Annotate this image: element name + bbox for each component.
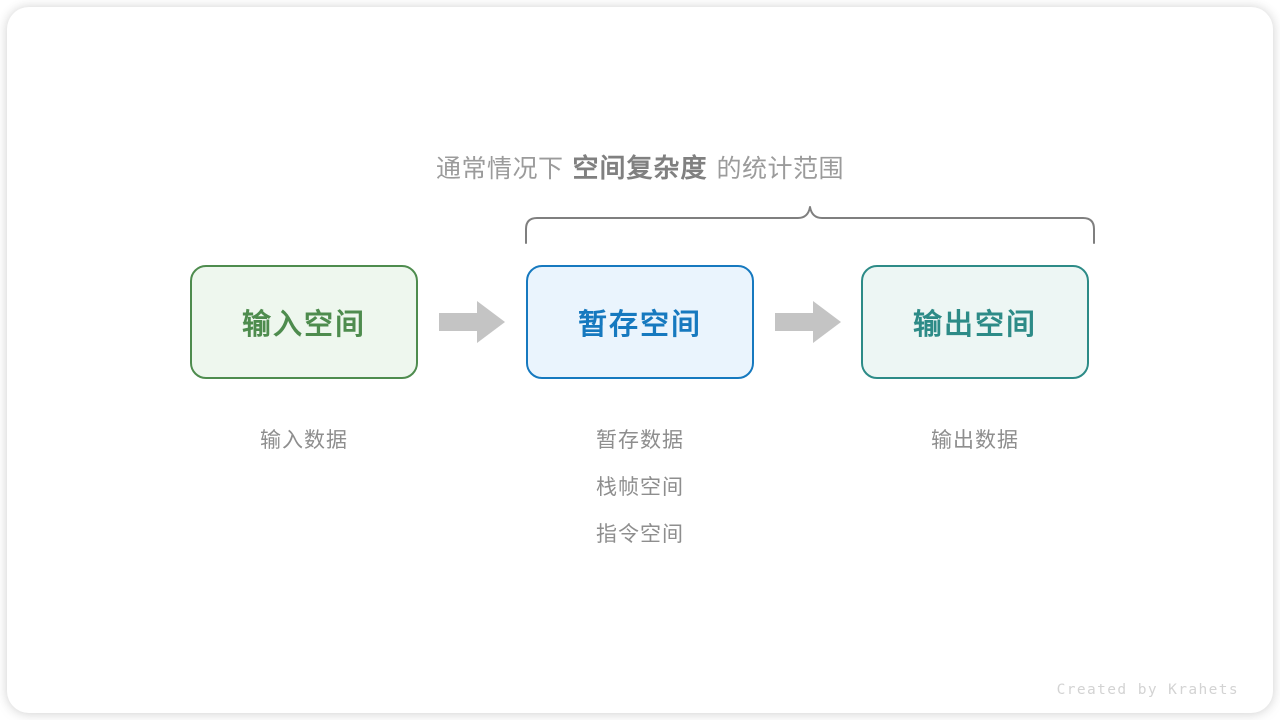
arrow-temp-to-output-icon	[775, 301, 841, 343]
box-input-space[interactable]: 输入空间	[190, 265, 418, 379]
box-temp-space[interactable]: 暂存空间	[526, 265, 754, 379]
caption-output: 输出数据	[825, 417, 1125, 464]
box-temp-space-label: 暂存空间	[577, 309, 702, 341]
caption-temp-line-3: 指令空间	[596, 523, 684, 546]
page-title: 通常情况下空间复杂度的统计范围	[0, 151, 1280, 186]
caption-temp: 暂存数据 栈帧空间 指令空间	[490, 417, 790, 558]
caption-input-line-1: 输入数据	[260, 429, 348, 452]
arrow-input-to-temp-icon	[439, 301, 505, 343]
pipeline-row: 输入空间 暂存空间 输出空间	[0, 265, 1280, 381]
watermark-credit: Created by Krahets	[1056, 682, 1239, 698]
title-emphasis: 空间复杂度	[572, 153, 708, 183]
title-suffix: 的统计范围	[716, 155, 845, 183]
box-input-space-label: 输入空间	[241, 309, 366, 341]
caption-temp-line-2: 栈帧空间	[596, 476, 684, 499]
caption-input: 输入数据	[154, 417, 454, 464]
caption-temp-line-1: 暂存数据	[596, 429, 684, 452]
caption-output-line-1: 输出数据	[931, 429, 1019, 452]
box-output-space-label: 输出空间	[912, 309, 1037, 341]
scope-brace	[515, 198, 1105, 254]
box-output-space[interactable]: 输出空间	[861, 265, 1089, 379]
title-prefix: 通常情况下	[435, 155, 564, 183]
